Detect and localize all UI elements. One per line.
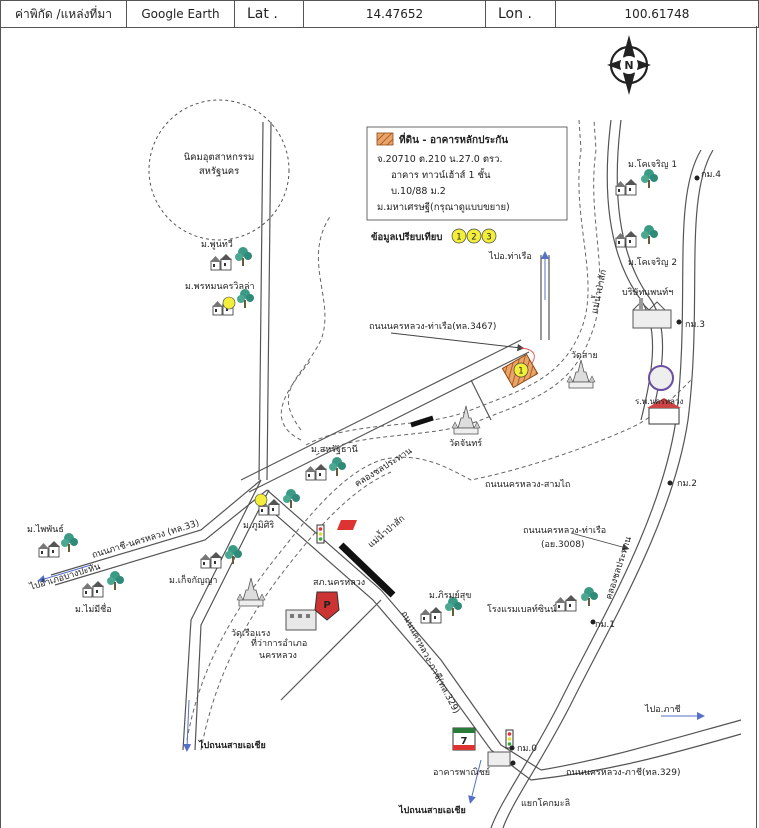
traffic-light-icon xyxy=(505,729,514,749)
label-to-phachi: ไปอ.ภาชี xyxy=(644,704,681,715)
label-wat-lai: วัดสาย xyxy=(571,351,598,361)
label-road-329: ถนนนครหลวง-ภาชี(ทล.329) xyxy=(398,609,461,715)
label-m-sahat: ม.สหรัฐธานี xyxy=(311,444,358,455)
label-to-tharua: ไปอ.ท่าเรือ xyxy=(488,251,532,262)
legend-line-3: บ.10/88 ม.2 xyxy=(391,186,446,197)
label-m-pornnom: ม.พรหมนครวิลล่า xyxy=(185,281,255,292)
village-symbols xyxy=(37,169,658,624)
coord-source-value: Google Earth xyxy=(127,1,235,27)
label-m-phaphan: ม.ไพพันธ์ xyxy=(27,523,64,535)
district-office-icon xyxy=(285,609,317,631)
roads xyxy=(50,119,742,828)
estate-label-2: สหรัฐนคร xyxy=(199,166,239,177)
honda-logo-icon xyxy=(337,520,357,530)
coord-source-label: ค่าพิกัด /แหล่งที่มา xyxy=(1,1,127,27)
lat-value: 14.47652 xyxy=(304,1,486,27)
label-km2: กม.2 xyxy=(677,479,697,489)
label-km1: กม.1 xyxy=(595,620,615,630)
estate-label-1: นิคมอุตสาหกรรม xyxy=(184,152,255,163)
route-arrows xyxy=(37,251,705,804)
label-khlong-pracha: คลองชลประทาน xyxy=(353,446,414,489)
label-m-khochroen1: ม.โคเจริญ 1 xyxy=(628,159,677,170)
location-map[interactable]: N นิคมอุตสาหกรรม สหรัฐนคร xyxy=(1,26,758,828)
legend-line-2: อาคาร ทาวน์เฮ้าส์ 1 ชั้น xyxy=(391,168,491,181)
label-km0: กม.0 xyxy=(517,744,537,754)
label-company: บริษัทแพนท์ฯ xyxy=(622,286,673,298)
label-m-phumsiri: ม.ภูมิศิริ xyxy=(243,520,274,531)
label-khlong-pracha-2: คลองชลประทาน xyxy=(604,536,634,601)
factory-icon xyxy=(632,298,672,329)
legend-line-4: ม.มหาเศรษฐี(กรุณาดูแบบขยาย) xyxy=(377,201,510,213)
subject-property[interactable]: 1 xyxy=(501,353,539,389)
label-wat-chan: วัดจันทร์ xyxy=(449,437,482,449)
label-river-pasak-upper: แม่น้ำป่าสัก xyxy=(587,268,609,314)
convenience-store-icon: 7 xyxy=(452,727,476,751)
label-km4: กม.4 xyxy=(701,170,721,180)
comparison-label: ข้อมูลเปรียบเทียบ xyxy=(371,231,442,244)
bridges xyxy=(338,415,434,598)
label-m-khochroen2: ม.โคเจริญ 2 xyxy=(628,257,677,268)
lat-label: Lat . xyxy=(235,1,304,27)
label-hotel: โรงแรมเบลท์ซินน์ xyxy=(487,603,556,615)
label-road-3008-code: (อย.3008) xyxy=(541,540,584,550)
lon-value: 100.61748 xyxy=(624,7,690,21)
label-junction: แยกโคกมะลิ xyxy=(521,798,570,809)
lon-label: Lon . xyxy=(486,1,556,27)
label-river-pasak-lower: แม่น้ำป่าสัก xyxy=(365,512,408,551)
comparison-data: ข้อมูลเปรียบเทียบ 1 2 3 xyxy=(371,228,497,244)
waterways xyxy=(186,119,692,751)
store-seven: 7 xyxy=(461,736,468,747)
comparison-marker-2: 2 xyxy=(471,233,476,243)
north-arrow-icon: N xyxy=(607,35,651,95)
collateral-swatch-icon xyxy=(376,132,394,146)
label-m-kitkanya: ม.เก็จกัญญา xyxy=(169,573,217,586)
legend-title: ที่ดิน - อาคารหลักประกัน xyxy=(399,132,508,146)
industrial-estate: นิคมอุตสาหกรรม สหรัฐนคร xyxy=(148,99,290,241)
label-hospital: ร.พ.นครหลวง xyxy=(635,397,683,406)
label-road-3467: ถนนนครหลวง-ท่าเรือ(ทล.3467) xyxy=(369,321,496,332)
commercial-building-icon xyxy=(487,751,511,767)
label-wat-ruaeng: วัดเรือแรง xyxy=(231,628,270,639)
label-district-office-2: นครหลวง xyxy=(259,651,297,661)
subject-marker: 1 xyxy=(518,367,523,377)
police-icon: P xyxy=(314,591,340,621)
north-letter: N xyxy=(624,59,633,72)
legend-line-1: จ.20710 ต.210 น.27.0 ตรว. xyxy=(377,154,502,165)
label-road-samlai: ถนนนครหลวง-สามไถ xyxy=(485,479,570,490)
label-m-phimsuk: ม.ภิรมย์สุข xyxy=(429,589,471,601)
hospital-icon xyxy=(647,365,681,425)
label-road-3008-name: ถนนนครหลวง-ท่าเรือ xyxy=(523,525,606,536)
map-frame: N นิคมอุตสาหกรรม สหรัฐนคร xyxy=(0,26,757,828)
label-m-maimeesue: ม.ไม่มีชื่อ xyxy=(75,602,112,615)
collateral-legend: ที่ดิน - อาคารหลักประกัน จ.20710 ต.210 น… xyxy=(366,126,568,221)
label-commercial: อาคารพาณิชย์ xyxy=(433,766,490,778)
label-road-33: ถนนภาชี-นครหลวง (ทล.33) xyxy=(91,518,201,561)
label-road-329b: ถนนนครหลวง-ภาชี(ทล.329) xyxy=(566,767,681,778)
comparison-marker-1: 1 xyxy=(456,233,461,243)
label-district-office-1: ที่ว่าการอำเภอ xyxy=(251,636,307,649)
label-m-poonsub: ม.พูนทวี xyxy=(201,239,233,250)
label-km3: กม.3 xyxy=(685,320,705,330)
traffic-light-icon xyxy=(316,524,325,544)
coordinate-header: ค่าพิกัด /แหล่งที่มา Google Earth Lat . … xyxy=(0,0,759,28)
police-p: P xyxy=(323,600,330,611)
label-to-asia-2: ไปถนนสายเอเชีย xyxy=(398,804,466,816)
label-police: สภ.นครหลวง xyxy=(313,578,365,588)
comparison-marker-3: 3 xyxy=(486,233,491,243)
km-dots xyxy=(509,175,700,766)
label-to-asia-1: ไปถนนสายเอเชีย xyxy=(198,739,266,751)
